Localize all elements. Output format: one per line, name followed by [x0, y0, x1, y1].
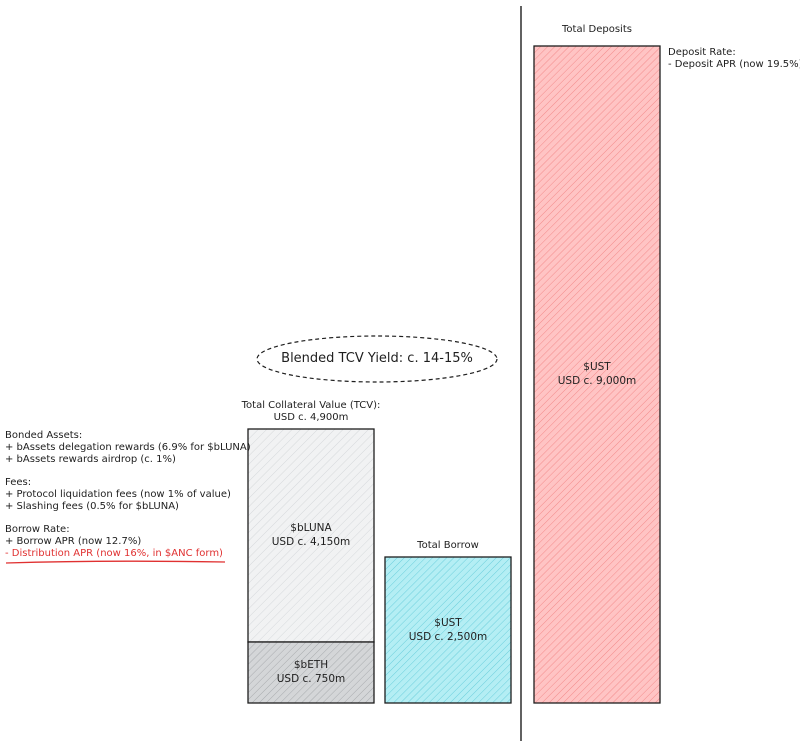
borrow-rate-item-1: + Borrow APR (now 12.7%) [5, 536, 142, 547]
deposit-bar [533, 45, 661, 704]
beth-name: $bETH [293, 659, 329, 671]
borrow-rate-title: Borrow Rate: [5, 524, 70, 535]
borrow-name: $UST [434, 617, 462, 629]
borrow-title: Total Borrow [417, 540, 479, 551]
deposit-name: $UST [583, 361, 611, 373]
deposit-rate-title: Deposit Rate: [668, 47, 736, 58]
bonded-assets-item-1: + bAssets delegation rewards (6.9% for $… [5, 442, 251, 453]
borrow-bar [384, 556, 512, 704]
blended-yield-label: Blended TCV Yield: c. 14-15% [281, 351, 473, 366]
blended-yield-ellipse [256, 335, 498, 383]
borrow-value: USD c. 2,500m [408, 631, 488, 643]
bonded-assets-item-2: + bAssets rewards airdrop (c. 1%) [5, 454, 176, 465]
bluna-name: $bLUNA [290, 522, 332, 534]
tcv-subtitle: USD c. 4,900m [273, 412, 349, 423]
deposit-value: USD c. 9,000m [557, 375, 637, 387]
bonded-assets-title: Bonded Assets: [5, 430, 83, 441]
deposits-title: Total Deposits [562, 24, 632, 35]
fees-title: Fees: [5, 477, 32, 488]
bluna-value: USD c. 4,150m [271, 536, 351, 548]
beth-bar [247, 641, 375, 704]
fees-item-2: + Slashing fees (0.5% for $bLUNA) [5, 501, 179, 512]
deposit-rate-item: - Deposit APR (now 19.5%) [668, 59, 800, 70]
tcv-title: Total Collateral Value (TCV): [241, 400, 381, 411]
beth-value: USD c. 750m [276, 673, 346, 685]
distribution-underline [5, 560, 226, 564]
fees-item-1: + Protocol liquidation fees (now 1% of v… [5, 489, 231, 500]
distribution-apr-item: - Distribution APR (now 16%, in $ANC for… [5, 548, 223, 559]
